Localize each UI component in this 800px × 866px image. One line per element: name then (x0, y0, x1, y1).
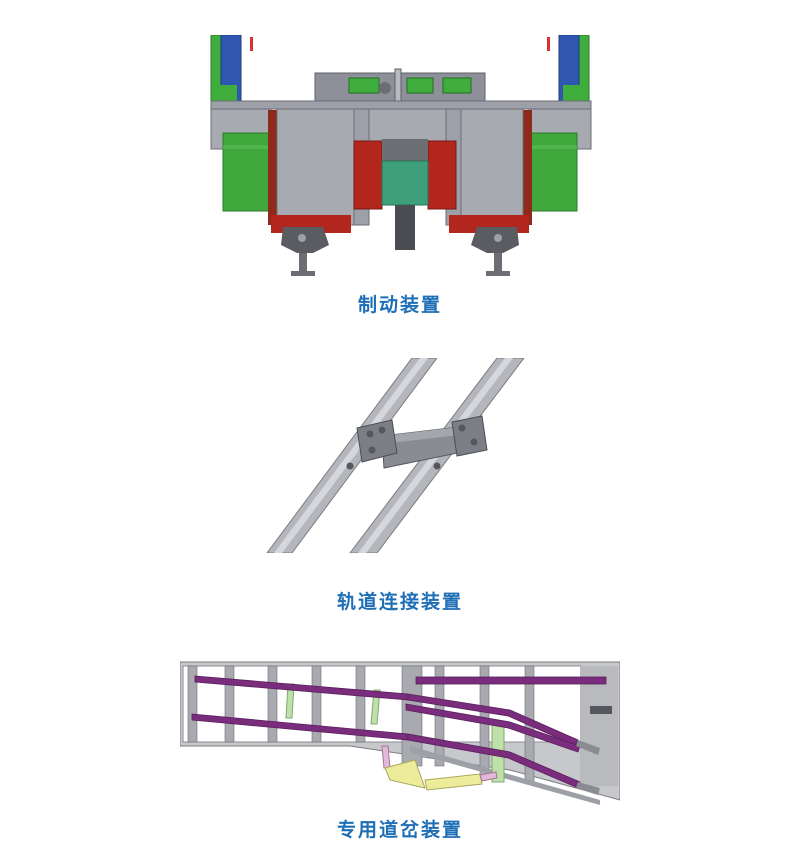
rail-connector-caption: 轨道连接装置 (336, 591, 463, 613)
brake-device-caption: 制动装置 (357, 294, 442, 316)
turnout-caption: 专用道岔装置 (336, 819, 463, 841)
brake-device-figure (205, 35, 595, 280)
rail-connector-figure (262, 358, 537, 553)
turnout-drawing (180, 661, 620, 805)
turnout-figure (180, 660, 620, 805)
rail-connector-drawing (266, 358, 525, 553)
brake-device-drawing (210, 35, 592, 276)
